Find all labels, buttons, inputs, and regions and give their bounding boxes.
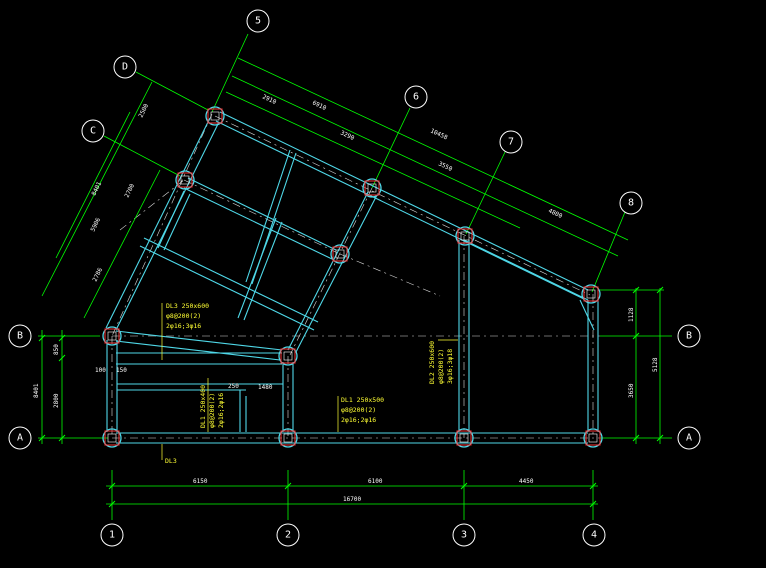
dim-left-diag-total: 8401 [91,180,104,196]
dim-right-upper: 1128 [628,307,635,322]
column-B2 [278,346,298,366]
beam-annotations: DL3 250x600 φ8@200(2) 2φ16;3φ16 DL1 250x… [161,302,458,465]
column-C5 [175,170,195,190]
axis-bubble-B-right: B [677,324,701,348]
axis-bubble-A-left: A [8,426,32,450]
axis-label-8: 8 [628,198,634,209]
axis-label-7: 7 [508,137,514,148]
dim-left-mid1: 5906 [90,216,103,232]
beams [105,111,599,444]
axis-bubble-5: 5 [246,9,270,33]
dim-2-3: 6100 [368,478,383,485]
axis-bubble-A-right: A [677,426,701,450]
dimension-ticks [38,286,664,508]
column-A4 [583,428,603,448]
axis-bubble-B-left: B [8,324,32,348]
dl3-label-3: 2φ16;3φ16 [166,322,201,330]
columns [102,106,603,448]
axis-bubble-4: 4 [582,523,606,547]
dl2-vert-label-3: 3φ16;3φ18 [446,349,454,384]
dim-right-total: 5128 [652,357,659,372]
dim-5-6: 2910 [261,93,277,106]
axis-label-B-right: B [686,331,692,342]
dim-top-total: 10458 [429,127,449,141]
dim-1-2: 6150 [193,478,208,485]
dim-left-bottom: 2800 [53,393,60,408]
axis-label-4: 4 [591,530,597,541]
dl2-vert-label-1: DL2 250x600 [428,341,436,384]
axis-label-C: C [90,126,96,137]
axis-label-1: 1 [109,530,115,541]
dimension-texts: 6150 6100 4450 16700 8401 850 2800 1128 … [33,93,659,503]
dl1-vert-label-1: DL1 250x400 [199,385,207,428]
column-C6 [330,244,350,264]
grid-lines [38,33,672,520]
axis-bubble-3: 3 [452,523,476,547]
axis-label-6: 6 [413,92,419,103]
column-A1 [102,428,122,448]
dl1-vert-label-2: φ8@200(2) [208,393,216,428]
dim-3-4: 4450 [519,478,534,485]
dim-C-mid: 2700 [124,182,137,198]
dim-left-top: 850 [53,344,60,355]
dl3-label-1: DL3 250x600 [166,302,209,310]
axis-label-D: D [122,62,128,73]
axis-bubble-7: 7 [499,130,523,154]
axis-label-A-left: A [17,433,23,444]
dl3-label-2: φ8@200(2) [166,312,201,320]
dl2-vert-label-2: φ8@200(2) [437,349,445,384]
axis-label-3: 3 [461,530,467,541]
axis-label-2: 2 [285,530,291,541]
dim-inner: 3290 [339,129,355,142]
axis-bubble-6: 6 [404,85,428,109]
dim-150: 150 [116,367,127,374]
column-D5 [205,106,225,126]
dl1-mid-label-1: DL1 250x500 [341,396,384,404]
column-A2 [278,428,298,448]
dim-total-bottom: 16700 [343,496,361,503]
column-8 [581,284,601,304]
dl3-bottom-label: DL3 [165,457,177,465]
dim-1480: 1480 [258,384,273,391]
column-A3 [454,428,474,448]
dim-top-tail: 4800 [547,207,563,220]
dl1-vert-label-3: 2φ16;2φ16 [217,393,225,428]
dim-100: 100 [95,367,106,374]
axis-bubble-1: 1 [100,523,124,547]
dim-left-total: 8401 [33,383,40,398]
axis-bubbles: 1 2 3 4 5 6 7 8 A A B B C D [8,9,701,547]
dim-right-mid: 3650 [628,383,635,398]
dl1-mid-label-2: φ8@200(2) [341,406,376,414]
dim-left-low: 2786 [92,266,105,282]
dl1-mid-label-3: 2φ16;2φ16 [341,416,376,424]
axis-label-B-left: B [17,331,23,342]
column-6 [362,178,382,198]
column-B1 [102,326,122,346]
axis-bubble-C: C [81,119,105,143]
axis-label-A-right: A [686,433,692,444]
axis-bubble-2: 2 [276,523,300,547]
dim-250: 250 [228,383,239,390]
dim-D-C: 2500 [138,102,151,118]
dim-5-7: 6910 [311,99,327,112]
axis-label-5: 5 [255,16,261,27]
axis-bubble-8: 8 [619,191,643,215]
dim-7-8: 3550 [437,160,453,173]
axis-bubble-D: D [113,55,137,79]
column-7 [455,226,475,246]
